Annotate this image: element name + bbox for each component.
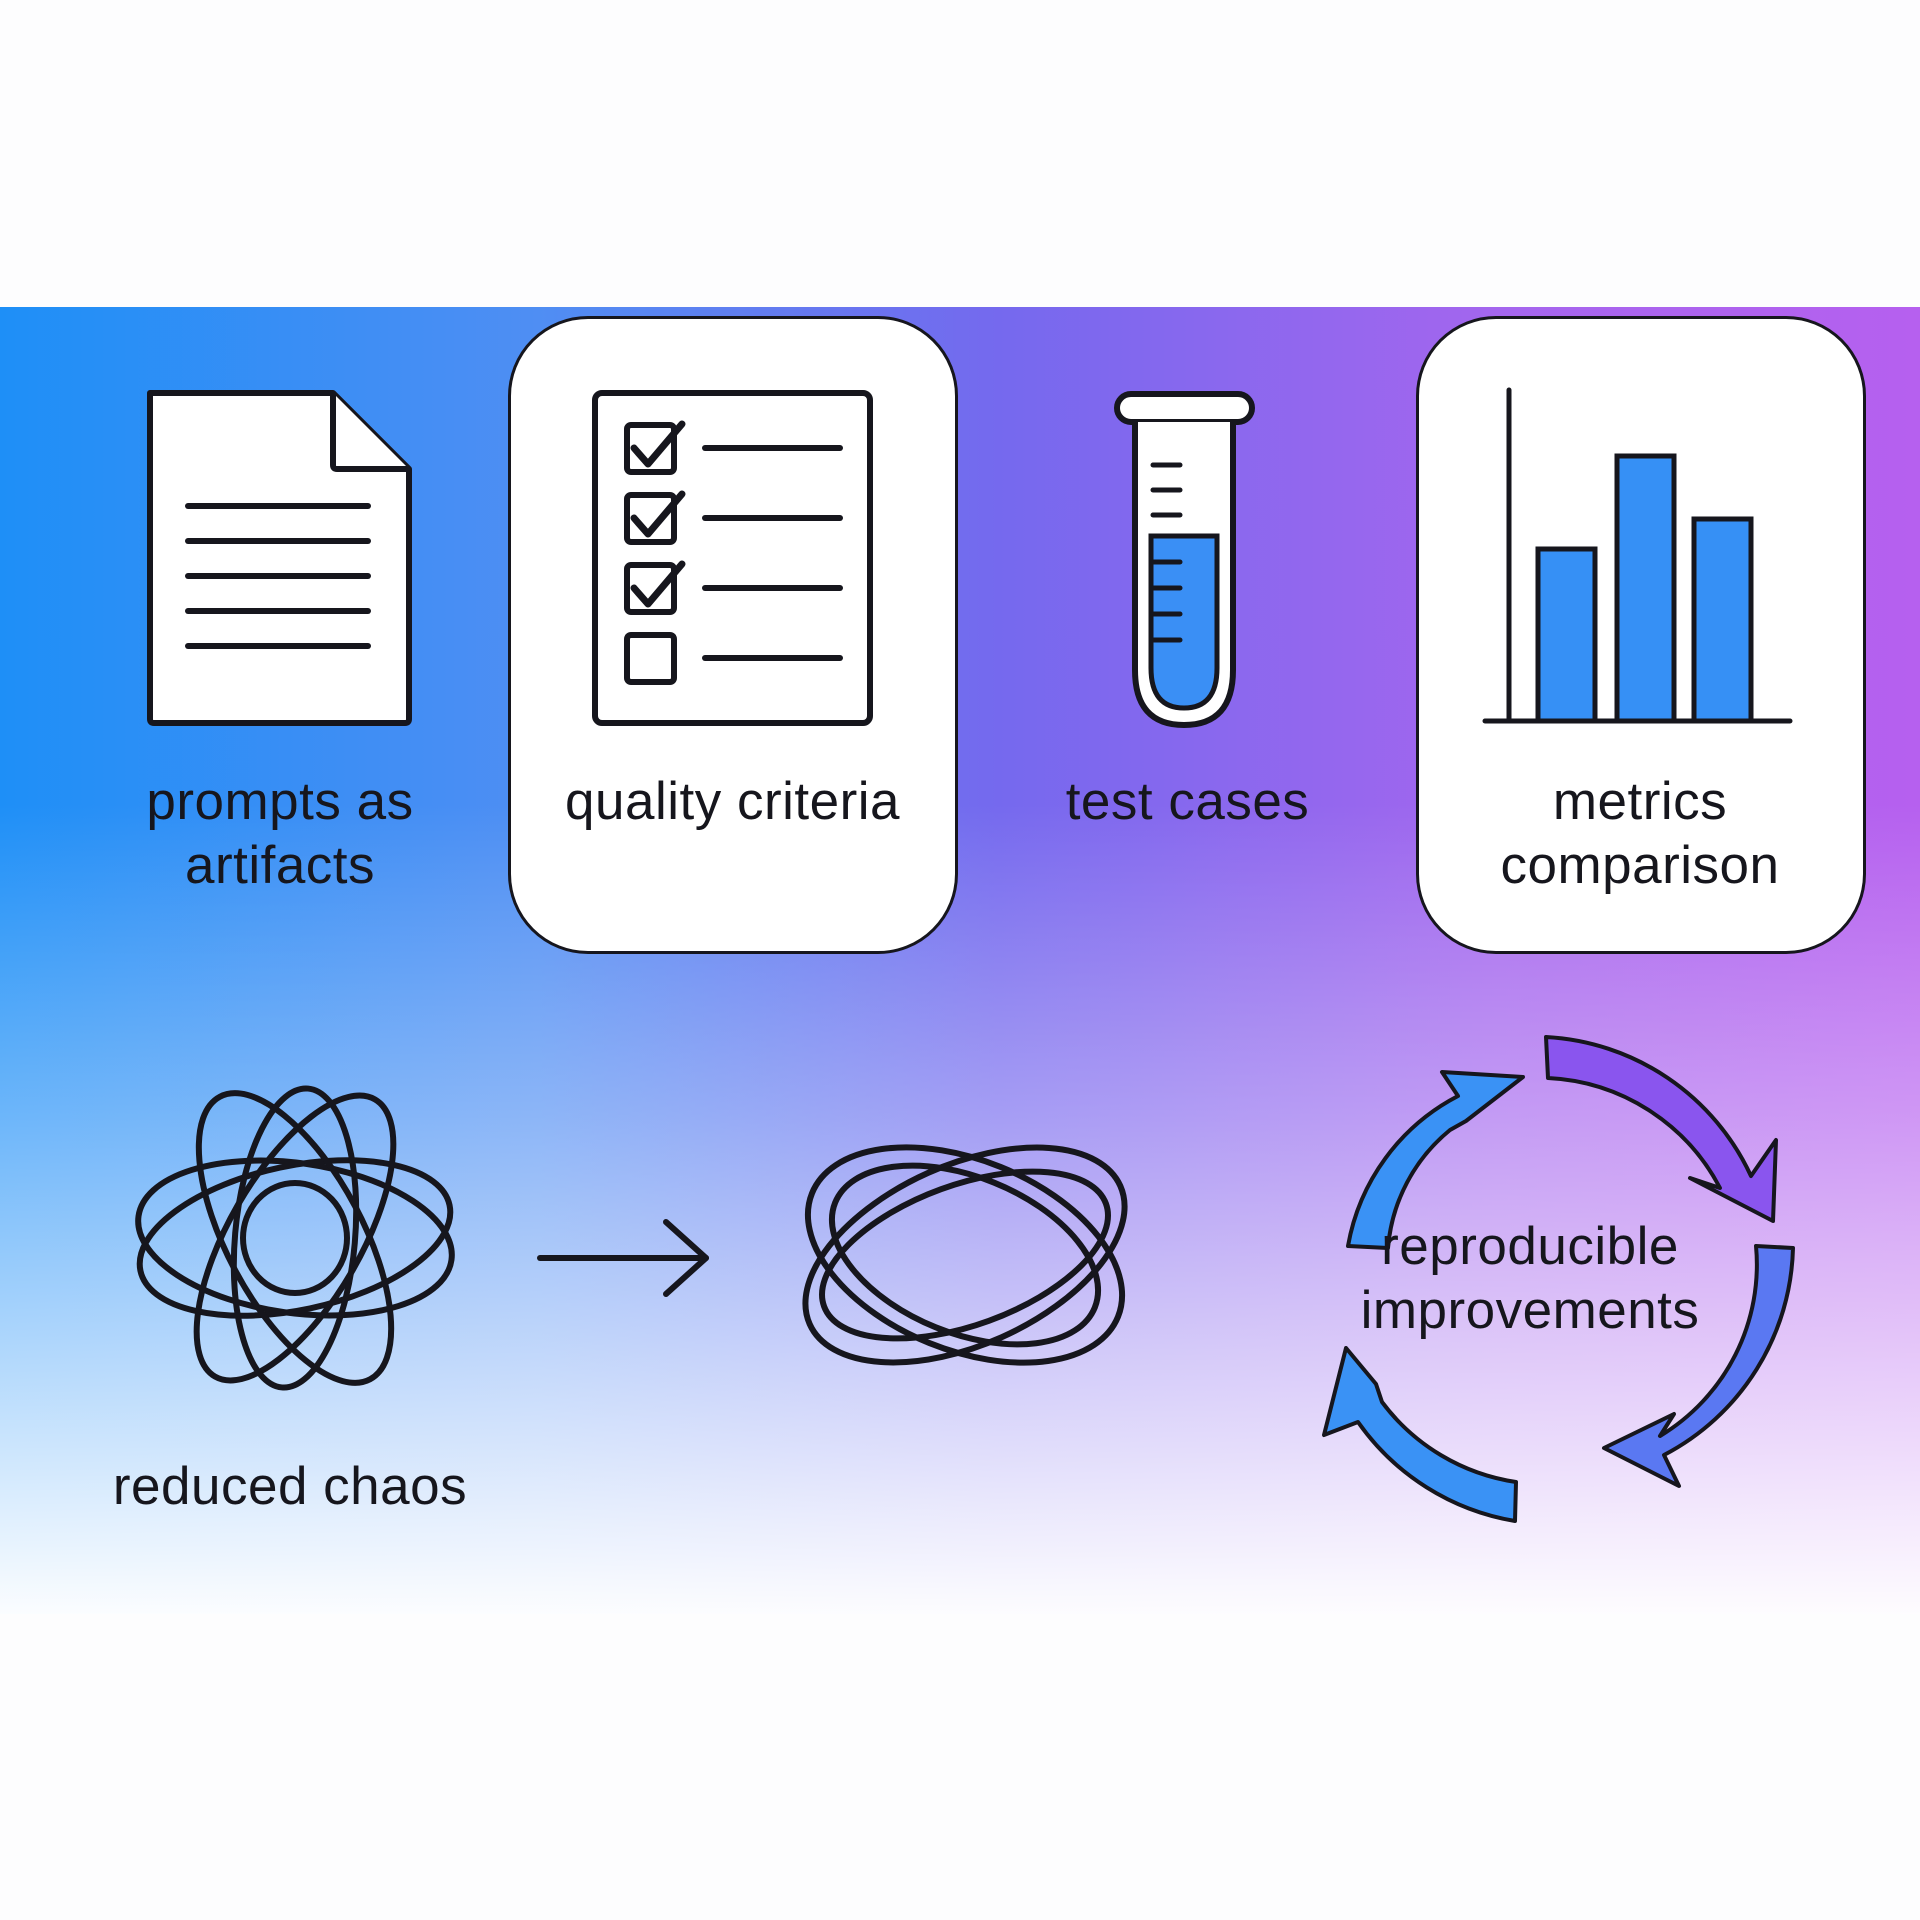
reduced-chaos-label: reduced chaos [112, 1457, 468, 1516]
chaos-orbits-icon [135, 1085, 455, 1391]
metrics-comparison-label: metrics comparison [1500, 772, 1780, 895]
document-icon [147, 390, 412, 726]
test-tube-icon [1114, 391, 1255, 728]
right-arrow-icon [537, 1219, 709, 1297]
cycle-arrows-icon [1322, 1035, 1795, 1523]
test-cases-label: test cases [1065, 772, 1310, 831]
prompts-as-artifacts-label: prompts as artifacts [146, 772, 414, 895]
checklist-icon [592, 390, 873, 726]
ordered-orbits-icon [802, 1144, 1128, 1366]
quality-criteria-label: quality criteria [565, 772, 900, 831]
reproducible-improvements-label: reproducible improvements [1360, 1217, 1700, 1340]
bar-chart-icon [1482, 387, 1793, 724]
